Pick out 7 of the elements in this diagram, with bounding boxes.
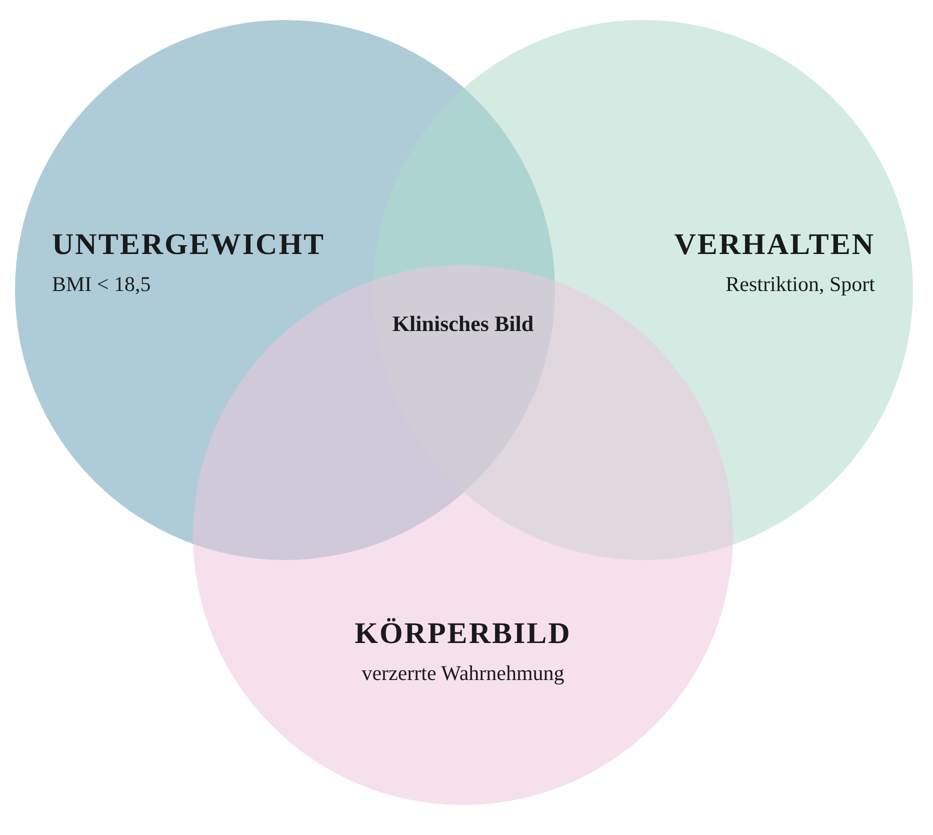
category-heading: KÖRPERBILD [354,617,572,651]
category-description: BMI < 18,5 [52,272,151,297]
category-heading: VERHALTEN [674,228,875,262]
category-description: verzerrte Wahrnehmung [362,661,564,686]
category-heading: UNTERGEWICHT [52,228,326,262]
center-label: Klinisches Bild [391,310,535,338]
category-description: Restriktion, Sport [726,272,875,297]
